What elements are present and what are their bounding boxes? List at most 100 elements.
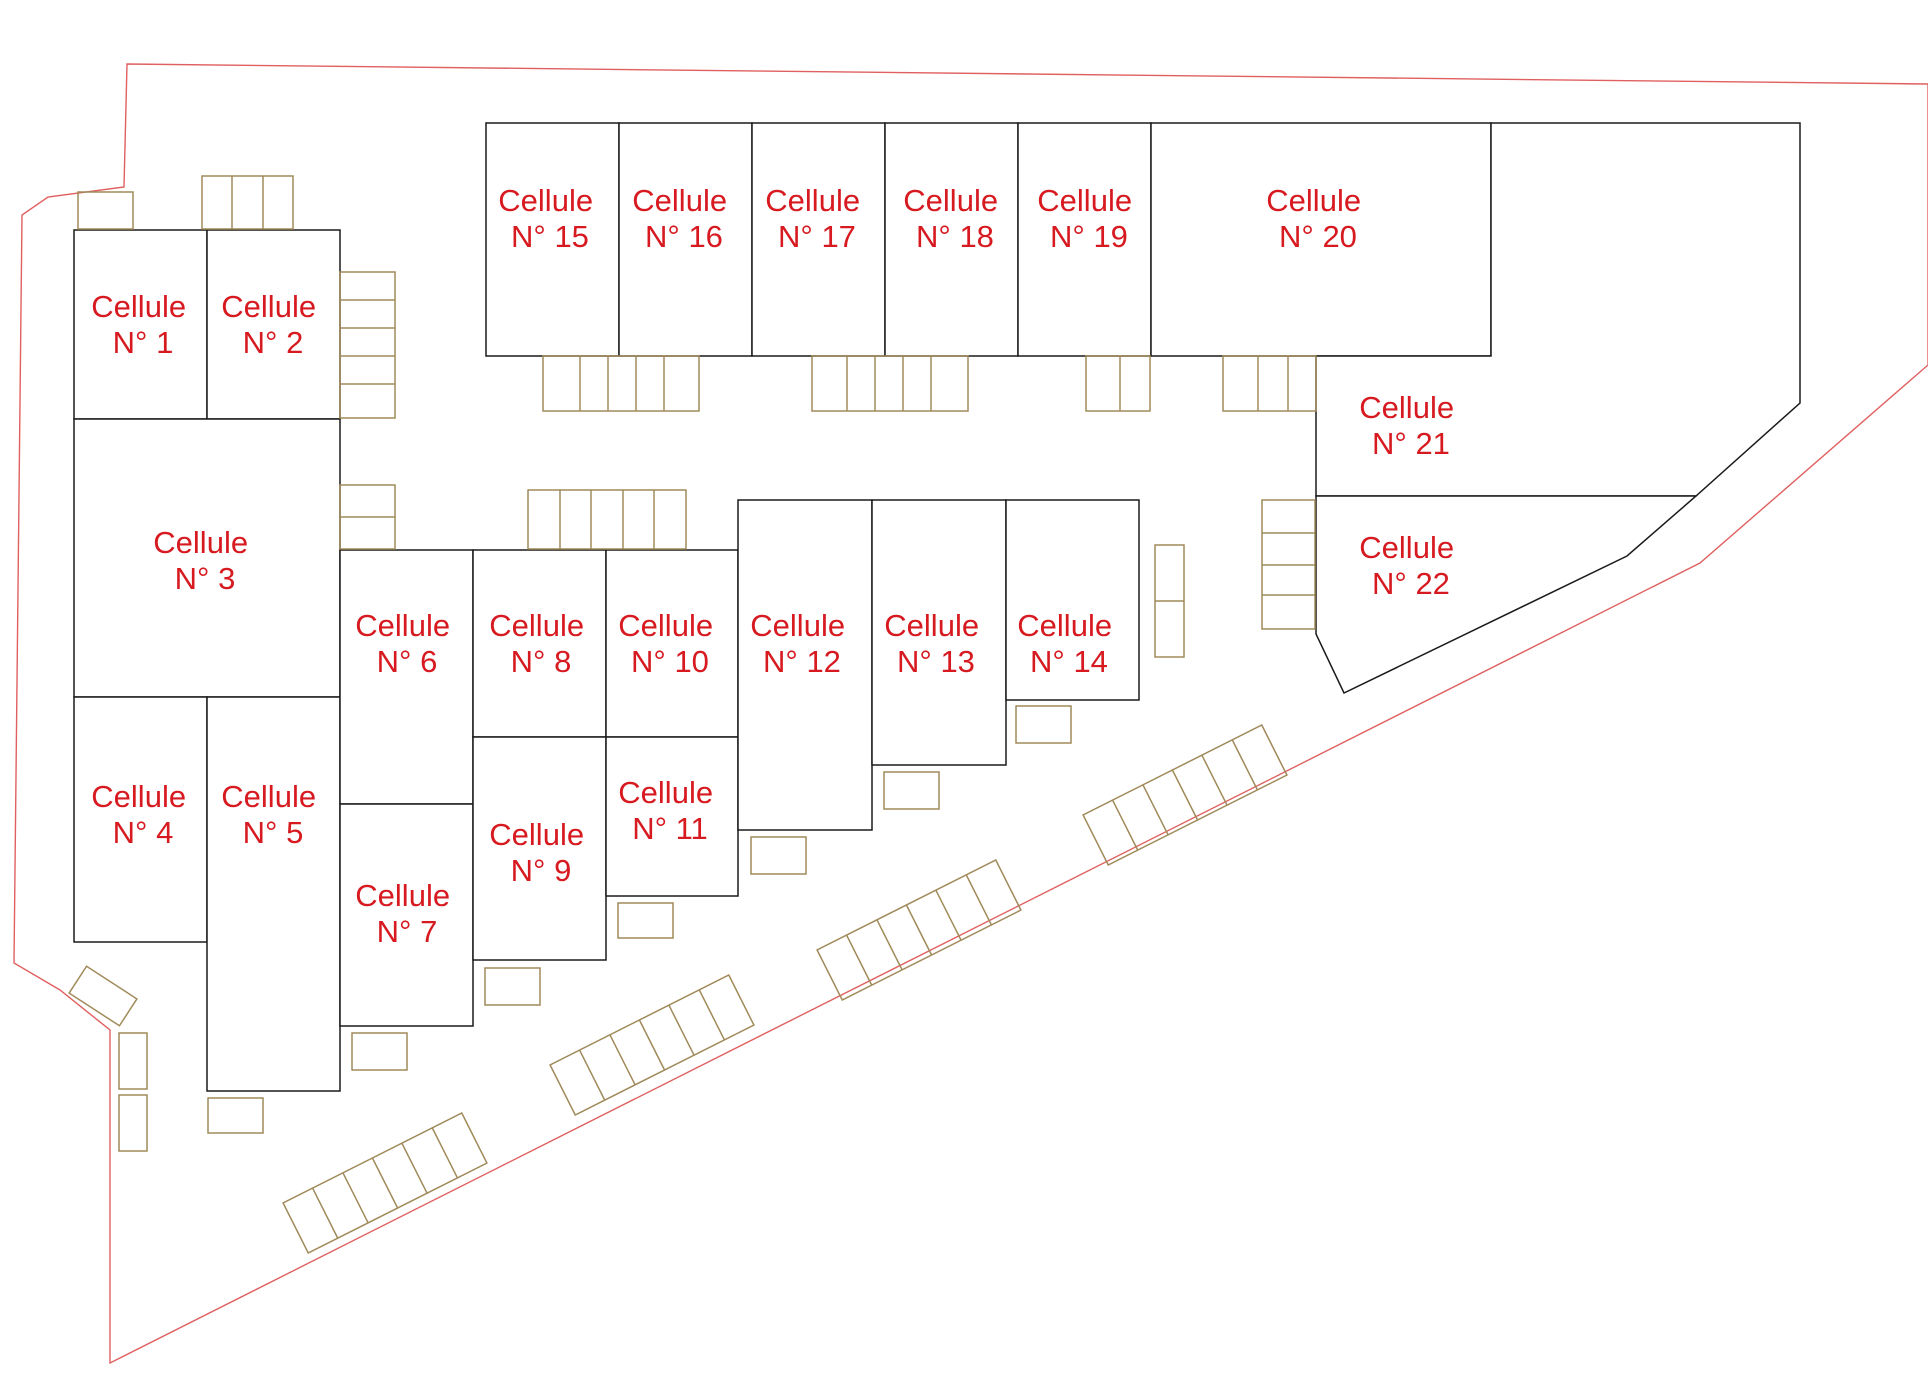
parking-stall [750,836,807,875]
cell-16-label-line2: N° 16 [645,219,723,254]
parking-row [811,355,969,412]
cell-4-label-line1: Cellule [91,779,186,814]
cell-2-label: Cellule N° 2 [221,289,324,360]
cell-6-label-line2: N° 6 [377,644,438,679]
cell-15-outline[interactable] [485,122,620,357]
cell-6-label: Cellule N° 6 [355,608,458,679]
parking-row [201,175,294,230]
cell-14-outline[interactable] [1005,499,1140,701]
cell-20-label-line1: Cellule [1266,183,1361,218]
parking-stall [351,1032,408,1071]
cell-12-label: Cellule N° 12 [750,608,853,679]
parking-stall [1015,705,1072,744]
cell-16-label-line1: Cellule [632,183,727,218]
cell-18-label-line2: N° 18 [916,219,994,254]
cell-22-label-line1: Cellule [1359,530,1454,565]
cell-22-label: Cellule N° 22 [1359,530,1462,601]
parking-stall [617,902,674,939]
cell-4-label-line2: N° 4 [113,815,174,850]
parking-stall [484,967,541,1006]
cell-8-label-line2: N° 8 [511,644,572,679]
cell-3-label-line1: Cellule [153,525,248,560]
cell-7-label-line1: Cellule [355,878,450,913]
cell-10-label-line1: Cellule [618,608,713,643]
cell-16-outline[interactable] [618,122,753,357]
parking-row [527,489,687,550]
cell-4-label: Cellule N° 4 [91,779,194,850]
parking-row [1085,355,1151,412]
cell-11-label: Cellule N° 11 [618,775,721,846]
cell-10-label: Cellule N° 10 [618,608,721,679]
cell-7-label-line2: N° 7 [377,914,438,949]
cell-16-label: Cellule N° 16 [632,183,735,254]
parking-stalls [68,175,1317,1254]
cell-19-outline[interactable] [1017,122,1152,357]
cell-12-label-line1: Cellule [750,608,845,643]
cell-12-outline[interactable] [737,499,873,831]
parking-stall [77,191,134,230]
building-cells [73,122,1801,1092]
cell-11-label-line1: Cellule [618,775,713,810]
cell-10-label-line2: N° 10 [631,644,709,679]
cell-14-label-line1: Cellule [1017,608,1112,643]
cell-18-label: Cellule N° 18 [903,183,1006,254]
parking-stall [118,1094,148,1152]
cell-5-outline[interactable] [206,696,341,1092]
cell-9-label: Cellule N° 9 [489,817,592,888]
parking-row [1261,499,1316,630]
cell-20-label-line2: N° 20 [1279,219,1357,254]
parking-row [549,974,755,1116]
cell-22-label-line2: N° 22 [1372,566,1450,601]
cell-5-label-line2: N° 5 [243,815,304,850]
cell-19-label-line1: Cellule [1037,183,1132,218]
cell-18-outline[interactable] [884,122,1019,357]
cell-17-label-line2: N° 17 [778,219,856,254]
cell-12-label-line2: N° 12 [763,644,841,679]
cell-8-outline[interactable] [472,549,607,738]
cell-17-label: Cellule N° 17 [765,183,868,254]
parking-row [1222,355,1317,412]
cell-2-label-line1: Cellule [221,289,316,324]
cell-13-label-line2: N° 13 [897,644,975,679]
cell-15-label: Cellule N° 15 [498,183,601,254]
cell-1-label: Cellule N° 1 [91,289,194,360]
cell-labels: Cellule N° 1 Cellule N° 2 Cellule N° 3 C… [91,183,1462,949]
cell-6-label-line1: Cellule [355,608,450,643]
cell-1-outline[interactable] [73,229,208,420]
parking-row [282,1112,488,1254]
cell-9-label-line1: Cellule [489,817,584,852]
cell-20-label: Cellule N° 20 [1266,183,1369,254]
cell-15-label-line1: Cellule [498,183,593,218]
cell-7-outline[interactable] [339,803,474,1027]
cell-14-label-line2: N° 14 [1030,644,1108,679]
cell-21-label-line2: N° 21 [1372,426,1450,461]
cell-9-outline[interactable] [472,736,607,961]
parking-stall [118,1032,148,1090]
parking-row [1082,724,1288,866]
cell-17-label-line1: Cellule [765,183,860,218]
cell-7-label: Cellule N° 7 [355,878,458,949]
parking-stall [883,771,940,810]
cell-15-label-line2: N° 15 [511,219,589,254]
cell-22-outline[interactable] [1315,495,1699,695]
cell-6-outline[interactable] [339,549,474,805]
parking-stall [207,1097,264,1134]
cell-18-label-line1: Cellule [903,183,998,218]
parking-stall [68,965,138,1027]
cell-8-label-line1: Cellule [489,608,584,643]
cell-13-outline[interactable] [871,499,1007,766]
cell-13-label: Cellule N° 13 [884,608,987,679]
cell-14-label: Cellule N° 14 [1017,608,1120,679]
cell-2-outline[interactable] [206,229,341,420]
cell-13-label-line1: Cellule [884,608,979,643]
cell-4-outline[interactable] [73,696,208,943]
parking-row [542,355,700,412]
cell-11-outline[interactable] [605,736,739,897]
cell-1-label-line1: Cellule [91,289,186,324]
cell-2-label-line2: N° 2 [243,325,304,360]
cell-3-outline[interactable] [73,418,341,698]
cell-20-outline[interactable] [1150,122,1492,357]
parking-row [1154,544,1185,658]
site-boundary [13,63,1928,1365]
cell-17-outline[interactable] [751,122,886,357]
